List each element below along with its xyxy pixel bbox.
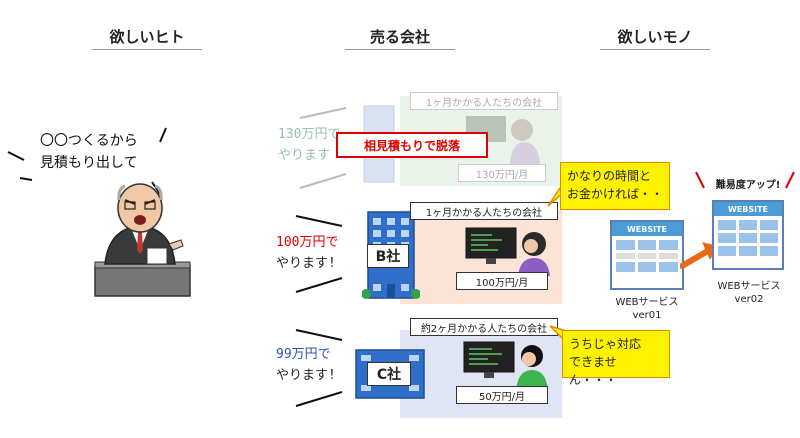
company-c-offer-lines bbox=[295, 329, 343, 407]
website-v2-header: WEBSITE bbox=[714, 202, 782, 216]
company-c-offer-line1: 99万円で bbox=[276, 347, 331, 362]
website-v2-body bbox=[714, 216, 782, 260]
website-v1-caption-line2: ver01 bbox=[632, 310, 662, 321]
company-b-comment-line2: お金かければ・・ bbox=[567, 187, 664, 201]
company-c-comment-line2: できません・・・ bbox=[569, 355, 618, 387]
website-v1-caption: WEBサービス ver01 bbox=[600, 296, 694, 322]
header-want-thing-text: 欲しいモノ bbox=[617, 27, 693, 46]
client-speech-line2: 見積もり出して bbox=[40, 155, 138, 171]
company-a-offer-lines bbox=[299, 107, 347, 189]
company-a-team-label: 1ヶ月かかる人たちの会社 bbox=[410, 92, 558, 110]
header-seller: 売る会社 bbox=[345, 22, 455, 50]
website-v2-caption: WEBサービス ver02 bbox=[704, 280, 794, 306]
company-c-comment: うちじゃ対応 できません・・・ bbox=[562, 330, 670, 387]
company-b-team-label: 1ヶ月かかる人たちの会社 bbox=[410, 202, 558, 220]
header-want-people: 欲しいヒト bbox=[92, 22, 202, 50]
company-b-offer: 100万円で やります! bbox=[276, 232, 338, 274]
client-speech: 〇〇つくるから 見積もり出して bbox=[40, 130, 138, 174]
company-b-name: B社 bbox=[367, 244, 409, 268]
company-b-offer-line2: やります! bbox=[276, 256, 336, 271]
company-c-offer-line2: やります! bbox=[276, 368, 336, 383]
client-speech-line1: 〇〇つくるから bbox=[40, 133, 138, 149]
website-v1-caption-line1: WEBサービス bbox=[615, 297, 679, 308]
company-a-offer-line2: やります bbox=[278, 148, 331, 163]
company-a-offer-line1: 130万円で bbox=[278, 127, 341, 142]
difficulty-up-label: 難易度アップ! bbox=[715, 180, 781, 191]
website-v2-logo: WEBSITE bbox=[727, 204, 769, 214]
company-b-comment-line1: かなりの時間と bbox=[567, 169, 652, 183]
website-v1-body bbox=[612, 236, 682, 276]
website-v1-mockup: WEBSITE bbox=[610, 220, 684, 290]
client-illustration bbox=[94, 183, 191, 297]
company-b-offer-lines bbox=[295, 215, 343, 293]
company-b-worker bbox=[465, 227, 550, 276]
company-b-price: 100万円/月 bbox=[456, 272, 548, 290]
company-a-dropout-label: 相見積もりで脱落 bbox=[336, 132, 488, 158]
company-c-price: 50万円/月 bbox=[456, 386, 548, 404]
company-b-comment: かなりの時間と お金かければ・・ bbox=[560, 162, 670, 210]
company-b-offer-line1: 100万円で bbox=[276, 235, 339, 250]
company-a-offer: 130万円で やります bbox=[278, 124, 340, 166]
company-c-offer: 99万円で やります! bbox=[276, 344, 336, 386]
header-want-thing: 欲しいモノ bbox=[600, 22, 710, 50]
company-c-worker bbox=[463, 341, 548, 390]
company-a-price: 130万円/月 bbox=[458, 164, 546, 182]
header-want-people-text: 欲しいヒト bbox=[109, 27, 185, 46]
website-v1-logo: WEBSITE bbox=[626, 224, 668, 234]
website-v2-caption-line2: ver02 bbox=[734, 294, 764, 305]
header-seller-text: 売る会社 bbox=[369, 27, 430, 46]
company-c-comment-line1: うちじゃ対応 bbox=[569, 337, 642, 351]
website-v2-caption-line1: WEBサービス bbox=[717, 281, 781, 292]
company-c-name: C社 bbox=[367, 362, 411, 386]
difficulty-up-marks bbox=[695, 171, 795, 189]
company-c-team-label: 約2ヶ月かかる人たちの会社 bbox=[410, 318, 558, 336]
website-v2-mockup: WEBSITE bbox=[712, 200, 784, 270]
website-v1-header: WEBSITE bbox=[612, 222, 682, 236]
client-speech-lines bbox=[7, 127, 167, 195]
